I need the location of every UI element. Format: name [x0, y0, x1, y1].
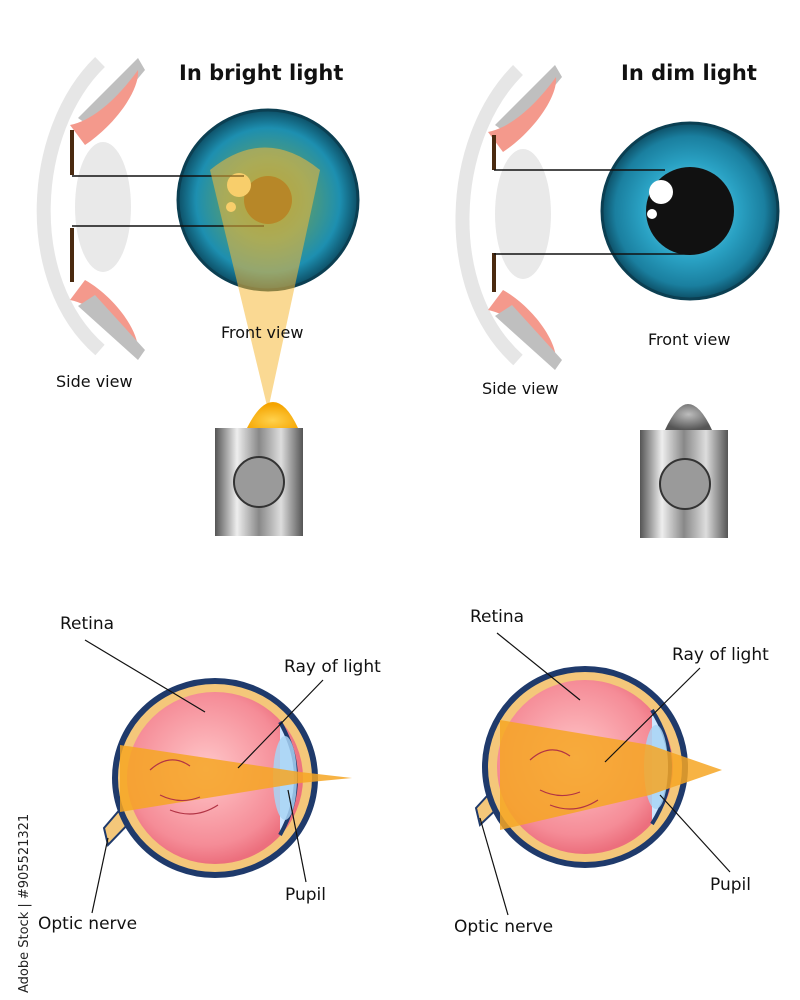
bright-ray-leader	[237, 679, 324, 769]
bright-light-panel: In bright light Side view Front view	[36, 56, 360, 536]
dim-ray-label: Ray of light	[672, 645, 769, 665]
dim-light-panel: In dim light Side view Front view	[455, 61, 780, 538]
bright-flashlight	[215, 402, 303, 536]
bright-optic-nerve-label: Optic nerve	[38, 914, 137, 934]
dim-pupil-leader	[659, 794, 731, 873]
bright-ray-of-light	[120, 745, 352, 812]
dim-retina-label: Retina	[470, 607, 524, 627]
dim-eyeball-cross-section	[474, 666, 722, 868]
dim-pupil-label: Pupil	[710, 875, 751, 895]
bright-retina-label: Retina	[60, 614, 114, 634]
bright-side-view-eye	[36, 56, 145, 360]
dim-front-view-label: Front view	[648, 330, 730, 349]
dim-ray-leader	[604, 667, 701, 763]
stock-credit: Adobe Stock | #905521321	[17, 814, 32, 993]
dim-front-view-iris	[600, 121, 780, 301]
dim-ray-of-light	[500, 720, 722, 830]
dim-title: In dim light	[621, 61, 757, 85]
dim-side-view-eye	[455, 65, 562, 370]
bright-front-view-label: Front view	[221, 323, 303, 342]
bright-retina-leader	[84, 639, 206, 713]
bright-ray-label: Ray of light	[284, 657, 381, 677]
bright-optic-nerve-leader	[91, 837, 109, 914]
dim-side-view-label: Side view	[482, 379, 559, 398]
bright-title: In bright light	[179, 61, 343, 85]
bright-pupil-leader	[287, 789, 307, 883]
bright-eyeball-cross-section	[102, 678, 352, 878]
dim-optic-nerve-leader	[479, 817, 509, 916]
bright-light-beam	[210, 147, 320, 410]
dim-optic-nerve-label: Optic nerve	[454, 917, 553, 937]
bright-side-view-label: Side view	[56, 372, 133, 391]
dim-retina-leader	[496, 632, 581, 701]
bright-pupil-label: Pupil	[285, 885, 326, 905]
dim-flashlight	[640, 404, 728, 538]
